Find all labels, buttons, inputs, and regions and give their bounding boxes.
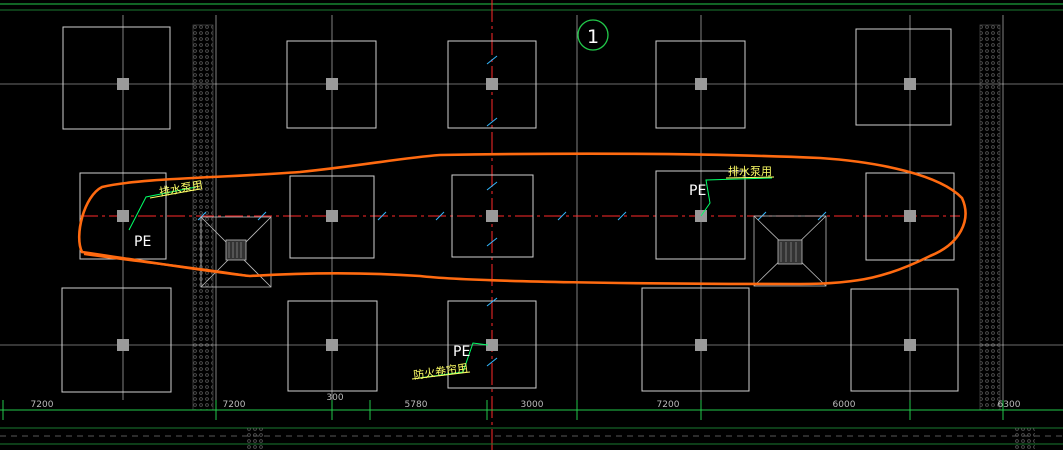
pile-cap: [62, 26, 171, 130]
pile-cap: [655, 170, 746, 260]
dimension-value: 7200: [31, 400, 54, 410]
revision-cloud-markup: [77, 152, 967, 286]
pile-caps: [61, 26, 959, 393]
dimension-value: 300: [326, 393, 343, 403]
dimension-value: 5780: [405, 400, 428, 410]
pile-cap: [286, 40, 377, 129]
column: [326, 78, 338, 90]
dimension-value: 6300: [998, 400, 1021, 410]
pe-label-right: PE: [689, 183, 706, 199]
pile-cap: [287, 300, 378, 392]
pile-cap: [850, 288, 959, 392]
grid-lines-vertical: [122, 15, 1004, 400]
grid-lines-horizontal: [0, 83, 1063, 346]
fire-shutter-note: 防火卷帘用: [412, 360, 468, 382]
wall-strip-left: [192, 24, 214, 411]
dimension-line: [0, 400, 1063, 445]
revision-cloud-tail: [83, 252, 249, 278]
column: [904, 210, 916, 222]
cable-route-ticks: [197, 55, 827, 367]
column: [117, 78, 129, 90]
column: [486, 210, 498, 222]
dimension-value: 7200: [223, 400, 246, 410]
dimension-value: 6000: [833, 400, 856, 410]
pe-label-left: PE: [134, 234, 151, 250]
column: [695, 78, 707, 90]
pile-cap: [451, 174, 534, 258]
column: [117, 339, 129, 351]
dimension-value: 3000: [521, 400, 544, 410]
pile-cap: [447, 40, 537, 129]
axis-bubble: [577, 19, 609, 51]
bottom-wall-strips: [246, 428, 1035, 450]
pile-cap: [61, 287, 172, 393]
pile-cap: [447, 300, 537, 389]
column: [486, 339, 498, 351]
column: [326, 339, 338, 351]
pe-label-bottom: PE: [453, 344, 470, 360]
pile-cap: [855, 28, 952, 126]
column: [326, 210, 338, 222]
pump-note-right: 排水泵用: [728, 164, 772, 178]
sump-pit-right: [753, 215, 827, 287]
column: [904, 78, 916, 90]
pile-cap: [289, 175, 375, 259]
sump-pit-left: [200, 216, 272, 288]
pile-cap: [641, 287, 750, 392]
annotation-underlines: [149, 176, 775, 380]
top-border: [0, 3, 1063, 11]
dimension-value: 7200: [657, 400, 680, 410]
column: [695, 339, 707, 351]
axis-bubble-number: 1: [587, 26, 599, 48]
wall-strip-right: [979, 24, 1001, 411]
column: [904, 339, 916, 351]
columns: [117, 78, 916, 351]
column: [117, 210, 129, 222]
pile-cap: [655, 40, 746, 129]
column: [486, 78, 498, 90]
